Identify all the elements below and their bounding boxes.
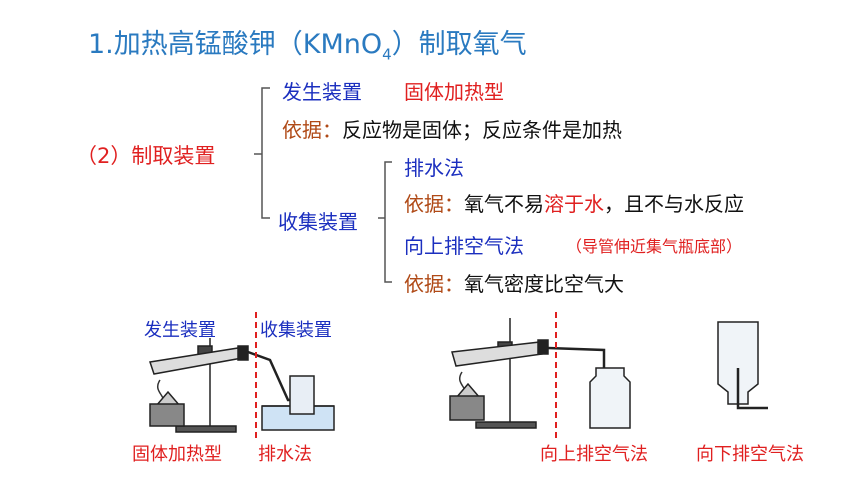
collector-basis2: 依据：氧气密度比空气大 <box>404 268 624 297</box>
apparatus-1 <box>149 338 335 433</box>
generator-basis-label: 依据： <box>282 118 342 142</box>
apparatus-2 <box>449 318 631 429</box>
collector-method1: 排水法 <box>404 156 464 180</box>
figure-col-label: 收集装置 <box>260 320 332 341</box>
title-main: 1.加热高锰酸钾（KMnO <box>88 29 383 60</box>
collector-basis1: 依据：氧气不易溶于水，且不与水反应 <box>404 188 744 217</box>
collector-label: 收集装置 <box>278 210 358 234</box>
generator-label: 发生装置 <box>282 80 362 104</box>
collector-basis2-text: 氧气密度比空气大 <box>464 272 624 296</box>
generator-type: 固体加热型 <box>404 80 504 104</box>
title-subscript: 4 <box>382 45 392 64</box>
figure-gen-label: 发生装置 <box>144 320 216 341</box>
page-title: 1.加热高锰酸钾（KMnO4）制取氧气 <box>88 22 527 63</box>
section-label: （2）制取装置 <box>76 144 216 168</box>
collector-basis1-label: 依据： <box>404 192 464 216</box>
collector-bracket <box>384 161 392 283</box>
generator-basis: 依据：反应物是固体；反应条件是加热 <box>282 114 622 143</box>
collector-method2-note: （导管伸近集气瓶底部） <box>566 237 743 256</box>
basis1-part-a: 氧气不易 <box>464 192 544 216</box>
collector-method2: 向上排空气法 <box>404 234 524 258</box>
title-tail: ）制取氧气 <box>391 29 527 60</box>
caption-upward-air: 向上排空气法 <box>540 444 648 465</box>
apparatus-3 <box>717 321 768 410</box>
caption-water-displacement: 排水法 <box>258 444 312 465</box>
main-bracket <box>261 87 270 219</box>
basis1-part-c: ，且不与水反应 <box>604 192 744 216</box>
basis1-part-b: 溶于水 <box>544 192 604 216</box>
caption-downward-air: 向下排空气法 <box>696 444 804 465</box>
generator-basis-text: 反应物是固体；反应条件是加热 <box>342 118 622 142</box>
caption-solid-heating: 固体加热型 <box>132 444 222 465</box>
collector-basis2-label: 依据： <box>404 272 464 296</box>
